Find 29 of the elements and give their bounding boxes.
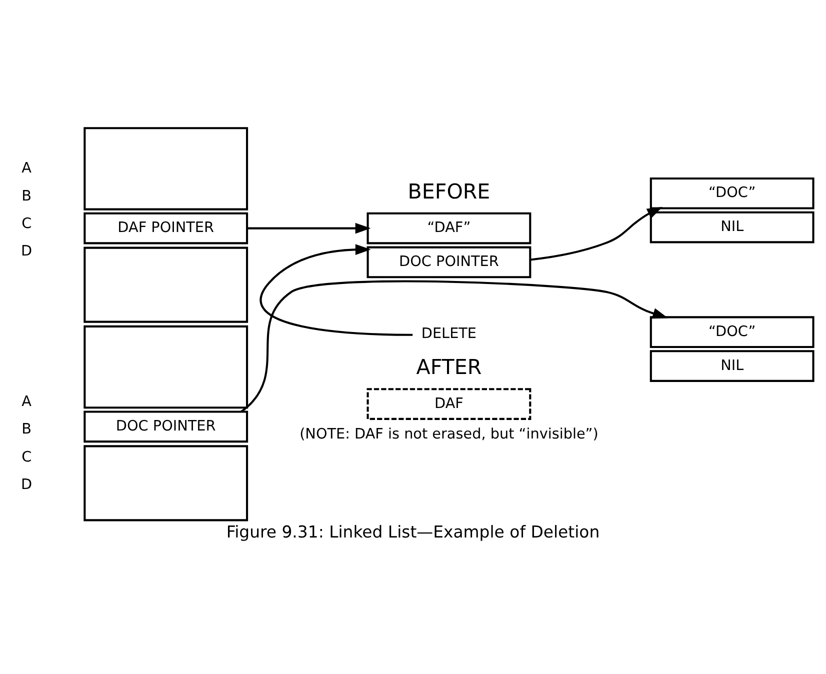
node-box: “DOC” bbox=[650, 176, 814, 209]
label: B bbox=[22, 421, 32, 438]
node-box: “DAF” bbox=[366, 212, 532, 244]
label: A bbox=[22, 393, 32, 410]
arrow bbox=[260, 244, 413, 336]
node-box: DAF bbox=[366, 388, 532, 420]
label: D bbox=[21, 476, 32, 493]
label: C bbox=[22, 448, 32, 465]
node-box bbox=[84, 126, 248, 210]
node-text: DELETE bbox=[421, 325, 477, 342]
node-box bbox=[84, 444, 248, 521]
node-box: DAF POINTER bbox=[84, 212, 248, 244]
node-box: NIL bbox=[650, 350, 814, 382]
node-box bbox=[84, 324, 248, 408]
label: B bbox=[22, 188, 32, 204]
label: C bbox=[22, 216, 32, 232]
arrow bbox=[240, 280, 668, 412]
arrow bbox=[247, 222, 371, 234]
label: (NOTE: DAF is not erased, but “invisible”) bbox=[300, 426, 598, 442]
label: D bbox=[21, 243, 32, 260]
label: A bbox=[22, 160, 32, 176]
label: AFTER bbox=[416, 354, 482, 379]
node-box: “DOC” bbox=[650, 316, 814, 348]
label: BEFORE bbox=[408, 179, 490, 204]
node-box: NIL bbox=[650, 210, 814, 243]
node-box: DOC POINTER bbox=[84, 410, 248, 442]
node-box bbox=[84, 246, 248, 322]
caption: Figure 9.31: Linked List—Example of Deletion bbox=[226, 522, 600, 541]
node-box: DOC POINTER bbox=[366, 246, 532, 278]
